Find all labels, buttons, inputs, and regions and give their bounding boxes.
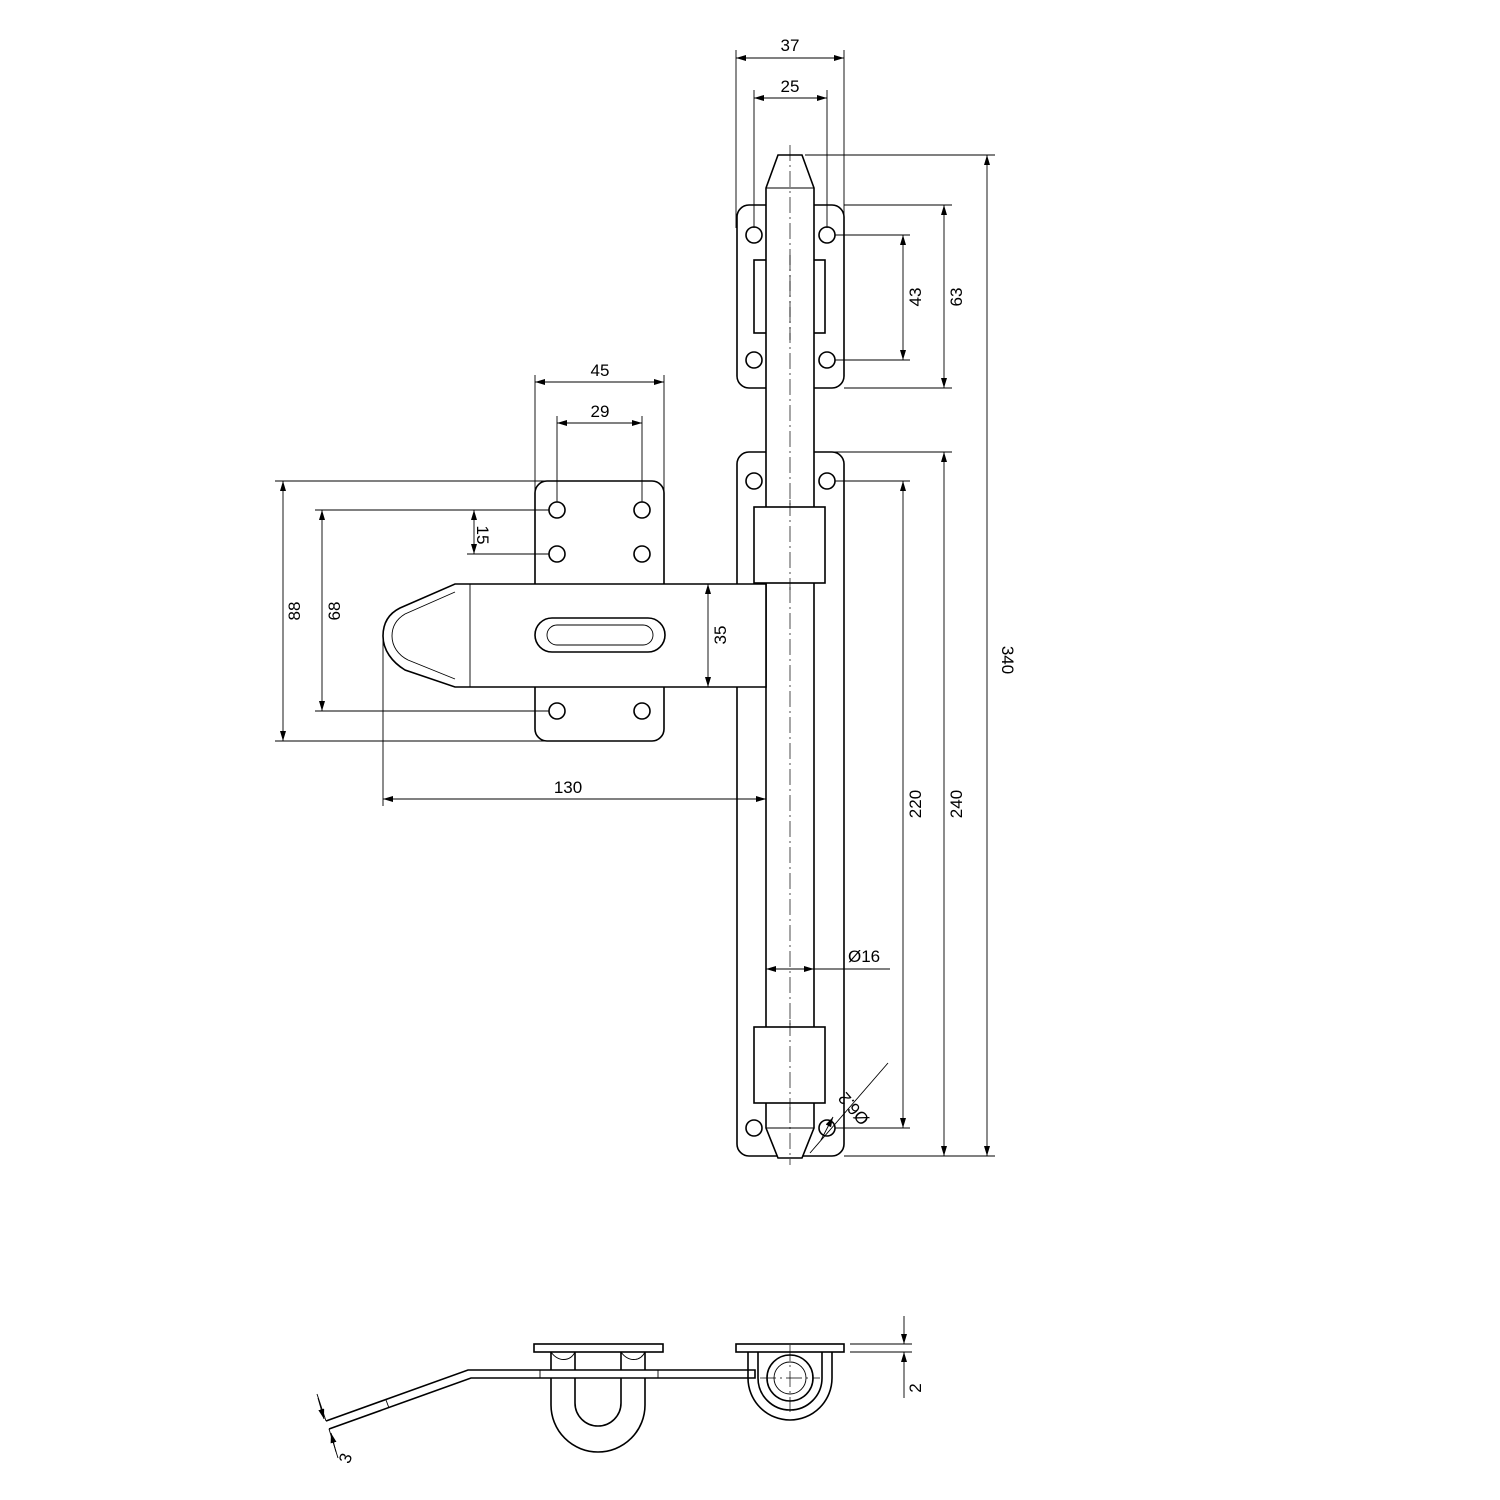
dim-label: 68: [325, 602, 344, 621]
mounting-hole: [745, 472, 763, 490]
dim-label: 240: [947, 790, 966, 818]
dim-hasp-thickness: 3: [316, 1393, 356, 1466]
dim-hasp-hole-vertical: 68: [315, 509, 549, 712]
hasp-bar: [382, 583, 767, 688]
dim-base-plate-length: 240: [820, 451, 966, 1156]
mounting-hole: [818, 226, 836, 244]
side-view: [325, 1343, 845, 1453]
dim-hasp-plate-hole-spacing: 29: [556, 402, 643, 502]
dim-label: Ø16: [848, 947, 880, 966]
dim-hasp-width: 35: [705, 584, 730, 687]
mounting-hole: [818, 472, 836, 490]
dim-label: 340: [998, 646, 1017, 674]
dim-total-length: 340: [805, 154, 1017, 1157]
dim-label: 35: [711, 626, 730, 645]
dim-label: 45: [591, 361, 610, 380]
dim-rod-plate-hole-spacing: 25: [753, 77, 828, 228]
dim-rod-plate-height: 63: [844, 204, 966, 389]
dim-hasp-hole-pitch: 15: [467, 510, 549, 555]
dim-label: 220: [906, 790, 925, 818]
dim-hasp-plate-height: 88: [275, 480, 555, 742]
mounting-hole: [633, 702, 651, 720]
dim-base-plate-hole-spacing: 220: [835, 480, 925, 1129]
mounting-hole: [548, 501, 566, 519]
mounting-hole: [633, 545, 651, 563]
dim-rod-plate-width: 37: [735, 36, 845, 228]
dim-rod-plate-hole-vertical: 43: [835, 234, 925, 361]
dim-label: Ø6.2: [835, 1088, 874, 1128]
dim-side-plate-thickness: 2: [850, 1316, 925, 1398]
bolt-rod: [765, 145, 815, 1165]
mounting-hole: [818, 351, 836, 369]
mounting-hole: [548, 545, 566, 563]
guide-sleeve: [753, 1026, 826, 1104]
dim-label: 63: [947, 288, 966, 307]
mounting-hole: [633, 501, 651, 519]
mounting-hole: [745, 351, 763, 369]
dim-label: 37: [781, 36, 800, 55]
dim-rod-diameter: Ø16: [766, 947, 890, 972]
hasp-slot: [534, 617, 666, 653]
dim-label: 29: [591, 402, 610, 421]
mounting-hole: [745, 226, 763, 244]
dim-hasp-plate-width: 45: [534, 361, 665, 500]
dim-label: 130: [554, 778, 582, 797]
mounting-hole: [745, 1119, 763, 1137]
dim-label: 25: [781, 77, 800, 96]
dim-label: 2: [906, 1383, 925, 1392]
dim-label: 88: [285, 602, 304, 621]
dim-label: 3: [335, 1451, 356, 1466]
mounting-hole: [548, 702, 566, 720]
dim-label: 43: [906, 288, 925, 307]
dim-hasp-length: 130: [382, 640, 767, 806]
dim-label: 15: [473, 526, 492, 545]
guide-sleeve: [753, 506, 826, 584]
